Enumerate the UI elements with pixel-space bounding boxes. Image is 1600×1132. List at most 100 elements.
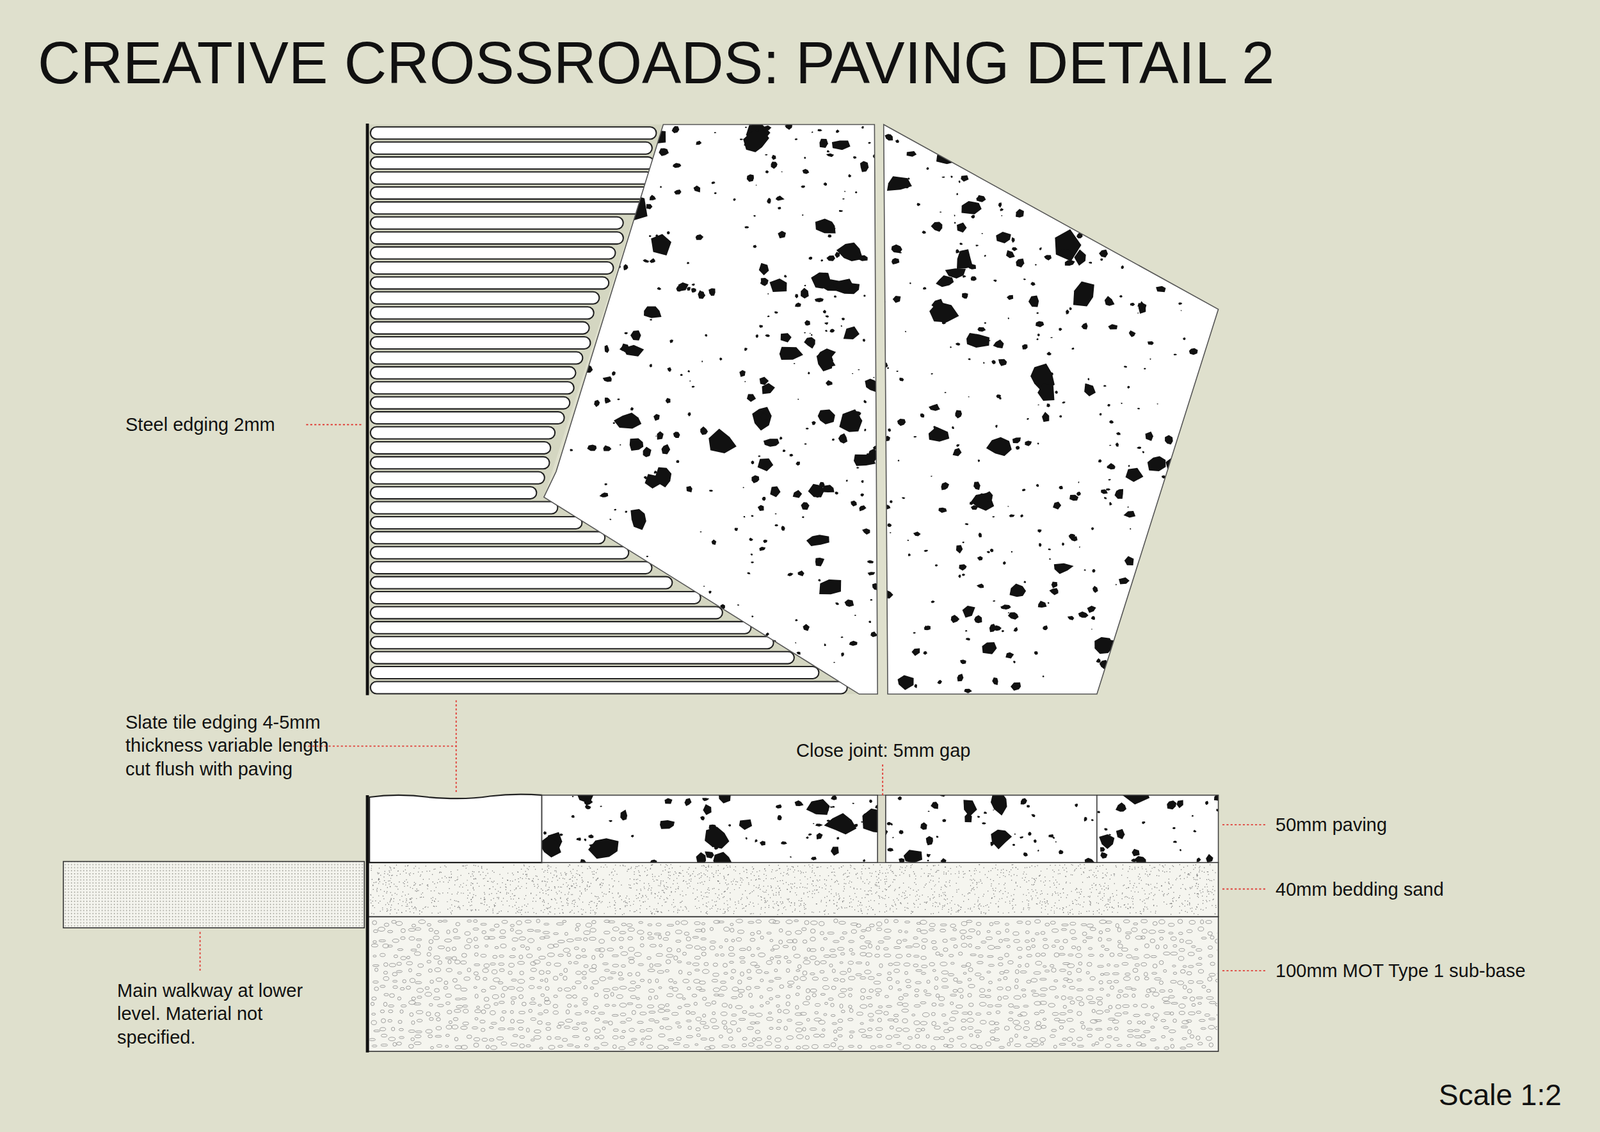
gravel-stone [873,980,881,984]
gravel-stone [809,955,816,960]
aggregate-chip [1067,615,1075,621]
aggregate-chip [1001,604,1012,610]
gravel-stone [590,928,596,932]
gravel-stone [876,945,880,950]
gravel-stone [620,1020,626,1023]
gravel-stone [921,964,928,968]
aggregate-chip [800,185,806,189]
aggregate-chip [675,459,680,463]
aggregate-chip [760,280,765,285]
aggregate-chip [797,570,804,576]
aggregate-chip [1061,401,1066,404]
aggregate-chip [623,264,628,271]
gravel-stone [490,1022,497,1024]
aggregate-chip [1104,295,1115,306]
aggregate-chip [643,129,666,144]
gravel-stone [995,930,1001,934]
gravel-stone [675,929,682,934]
gravel-stone [860,1022,864,1024]
gravel-stone [492,994,499,999]
gravel-stone [865,1034,873,1038]
aggregate-chip [1120,149,1126,156]
gravel-stone [869,988,874,992]
aggregate-chip [558,378,574,391]
slate-tile [370,576,673,589]
aggregate-chip [992,677,998,685]
aggregate-chip [1207,677,1229,697]
gravel-stone [802,1000,809,1005]
aggregate-chip [710,631,719,639]
gravel-stone [769,956,774,960]
gravel-stone [583,1002,588,1005]
aggregate-chip [889,499,893,503]
gravel-stone [424,986,430,989]
gravel-stone [508,970,512,975]
gravel-stone [467,919,472,922]
aggregate-chip [1161,581,1176,594]
gravel-stone [380,1009,384,1013]
aggregate-chip [751,474,760,483]
aggregate-chip [560,593,568,597]
gravel-stone [451,946,456,951]
terrazzo-paving [883,124,1219,694]
aggregate-chip [980,492,985,498]
aggregate-chip [1200,445,1210,452]
aggregate-chip [1026,417,1030,420]
aggregate-chip [630,508,646,530]
aggregate-chip [922,286,927,290]
gravel-stone [517,1019,525,1023]
gravel-stone [774,955,781,958]
aggregate-chip [1013,660,1016,664]
gravel-stone [700,937,707,940]
slate-tile [370,186,654,200]
aggregate-chip [669,339,674,344]
gravel-stone [429,1016,434,1021]
gravel-stone [588,967,596,972]
aggregate-chip [651,611,659,619]
gravel-stone [437,945,445,948]
gravel-stone [415,981,422,984]
gravel-stone [823,1013,827,1016]
aggregate-chip [867,142,871,144]
gravel-stone [979,976,985,980]
gravel-stone [956,980,963,983]
gravel-stone [785,994,790,999]
gravel-stone [932,968,936,971]
gravel-stone [573,961,578,964]
aggregate-chip [819,138,828,148]
aggregate-chip [1129,528,1131,530]
aggregate-chip [897,675,914,690]
aggregate-chip [577,677,582,680]
gravel-stone [837,947,845,951]
aggregate-chip [986,550,991,553]
aggregate-chip [935,564,939,567]
aggregate-chip [851,373,854,375]
aggregate-chip [949,346,952,349]
gravel-stone [647,968,655,972]
gravel-stone [967,992,972,997]
gravel-stone [967,1025,973,1029]
gravel-stone [865,926,872,931]
gravel-stone [812,976,818,980]
gravel-stone [883,947,889,950]
gravel-stone [906,984,912,988]
gravel-stone [839,1003,843,1008]
gravel-stone [941,970,949,974]
gravel-stone [997,956,1003,960]
gravel-stone [949,954,954,957]
aggregate-chip [884,133,893,141]
gravel-stone [805,995,811,1000]
gravel-stone [829,963,833,968]
aggregate-chip [858,504,866,511]
gravel-stone [968,967,973,971]
gravel-stone [694,968,700,971]
aggregate-chip [854,614,857,616]
aggregate-chip [1165,656,1170,660]
gravel-stone [666,993,674,997]
gravel-stone [887,976,893,980]
aggregate-chip [899,377,904,382]
gravel-stone [995,1010,1000,1014]
gravel-stone [837,1018,843,1023]
gravel-stone [913,1004,921,1007]
aggregate-chip [840,636,844,638]
